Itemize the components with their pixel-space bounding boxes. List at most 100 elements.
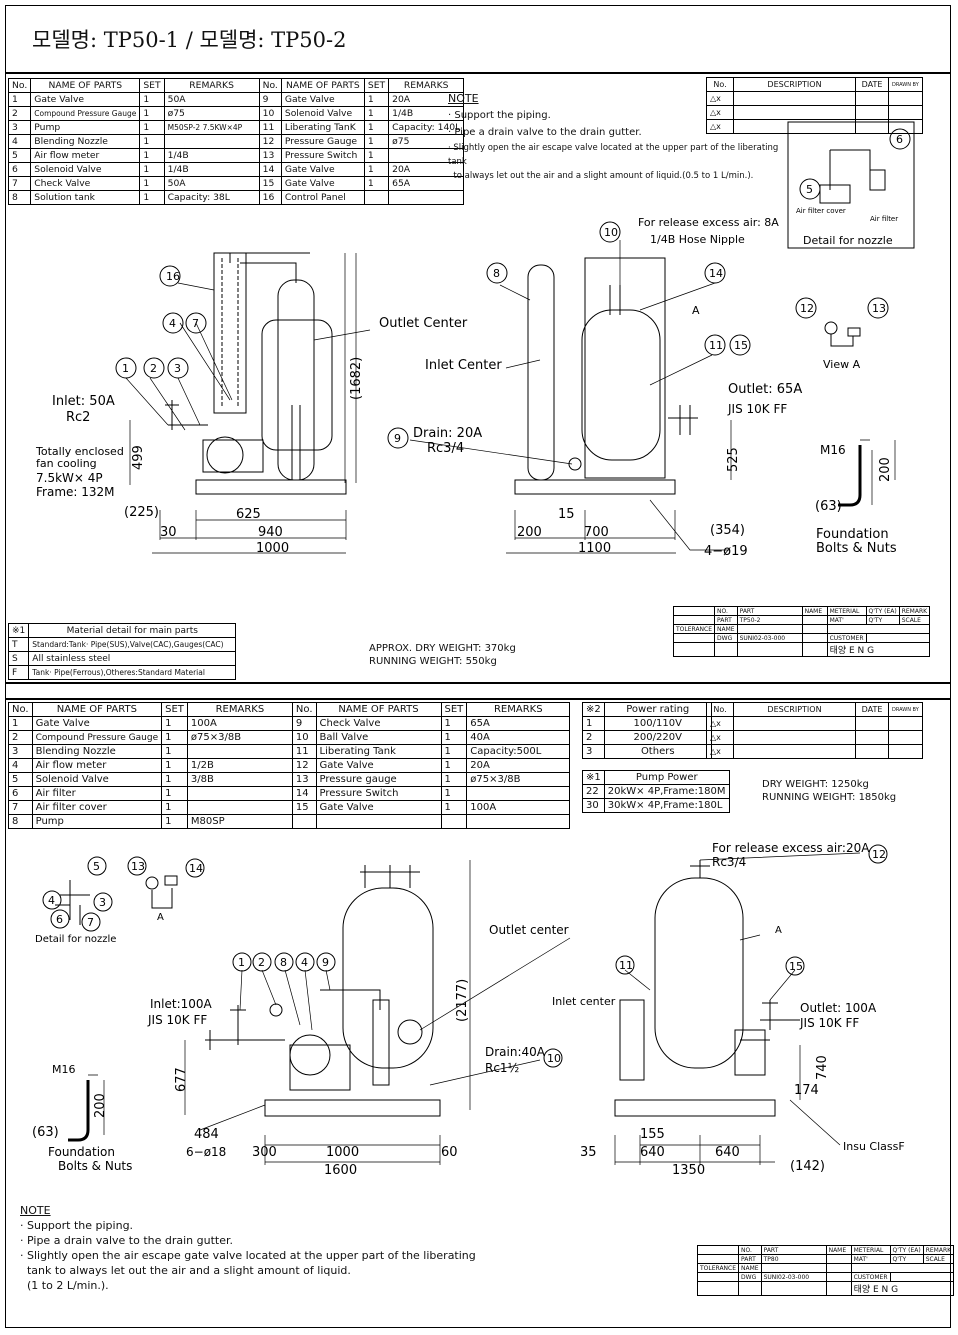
company-name: 태양 E N G [826,642,931,657]
dim-640-right: 640 [715,1145,740,1160]
dim-30: 30 [160,525,177,540]
notes-tp80: NOTE · Support the piping. · Pipe a drai… [20,1203,580,1293]
svg-text:7: 7 [87,916,94,929]
label-outlet: Outlet: 100A [800,1001,877,1015]
label-outlet-center: Outlet center [489,923,569,937]
dim-35: 35 [580,1145,597,1160]
running-weight: RUNNING WEIGHT: 550kg [369,656,497,667]
svg-text:10: 10 [547,1052,561,1065]
foundation-bolt [68,1080,90,1142]
note-line: · Slightly open the air escape gate valv… [20,1249,476,1262]
hose-spiral [372,999,390,1086]
svg-text:3: 3 [174,362,181,375]
nozzle-detail-box [787,121,915,249]
dimension-lines-right [614,1045,841,1165]
svg-text:12: 12 [800,302,814,315]
note-line: (1 to 2 L/min.). [20,1279,109,1292]
label-release-thread: Rc3/4 [712,855,746,869]
tp80-linework [55,852,861,1165]
dim-63: (63) [32,1125,59,1140]
dim-300: 300 [252,1145,277,1160]
tp50-labels: Detail for nozzle Air filter cover Air f… [35,207,898,559]
dim-63: (63) [815,499,842,514]
label-inlet-center: Inlet Center [425,358,502,373]
label-a: A [692,304,700,317]
label-air-filter: Air filter [870,215,898,223]
inlet-valve [165,400,208,430]
drain-valve [568,457,582,471]
svg-text:12: 12 [872,848,886,861]
label-holes: 6−ø18 [186,1145,226,1159]
solution-tank-side [527,264,555,481]
frame-outline-right [584,257,666,479]
svg-text:11: 11 [619,959,633,972]
label-foundation-2: Bolts & Nuts [58,1159,132,1173]
dim-200: 200 [93,1093,108,1118]
svg-text:15: 15 [734,339,748,352]
pump-volute [206,436,244,474]
label-foundation-1: Foundation [816,527,889,542]
dry-weight: DRY WEIGHT: 1250kg [762,779,869,790]
view-a-pipe [151,888,173,909]
dry-weight: APPROX. DRY WEIGHT: 370kg [369,643,516,654]
dimension-lines-right [506,420,732,554]
top-pipe-left [320,989,381,1010]
svg-text:5: 5 [806,183,813,196]
company-name: 태양 E N G [850,1281,955,1296]
dim-2177: (2177) [455,979,470,1022]
drawing-frame [5,5,951,1328]
svg-text:14: 14 [709,267,723,280]
hose-spiral-right [619,999,645,1081]
label-foundation-2: Bolts & Nuts [816,541,897,556]
svg-text:5: 5 [93,860,100,873]
label-release: For release excess air: 8A [638,216,779,229]
air-release-valve [690,860,710,878]
inlet-valve [205,1005,285,1050]
dim-174: 174 [794,1083,819,1098]
dim-940: 940 [258,525,283,540]
label-m16: M16 [820,443,846,457]
liberating-tank-left [342,887,434,1069]
label-detail-nozzle: Detail for nozzle [35,934,116,945]
note-line: · Pipe a drain valve to the drain gutter… [448,127,642,138]
svg-text:16: 16 [166,270,180,283]
dimension-lines-left [129,253,357,554]
dim-1100: 1100 [578,541,611,556]
label-motor-3: 7.5kW× 4P [36,471,103,485]
pump-right [734,1029,766,1076]
svg-text:10: 10 [604,226,618,239]
svg-text:9: 9 [394,432,401,445]
leader-lines [239,852,861,1086]
label-m16: M16 [52,1063,76,1076]
label-inlet-std: JIS 10K FF [147,1013,207,1027]
label-holes: 4−ø19 [704,544,748,559]
dim-1682: (1682) [349,357,364,400]
svg-text:2: 2 [150,362,157,375]
tp50-linework [125,121,915,554]
liberating-tank-right [654,877,744,1069]
svg-text:4: 4 [48,894,55,907]
tank-legs [291,405,301,480]
svg-text:4: 4 [169,317,176,330]
label-outlet-center: Outlet Center [379,316,468,331]
top-pipe [229,252,310,283]
label-view-a: View A [823,358,861,371]
svg-text:1: 1 [238,956,245,969]
